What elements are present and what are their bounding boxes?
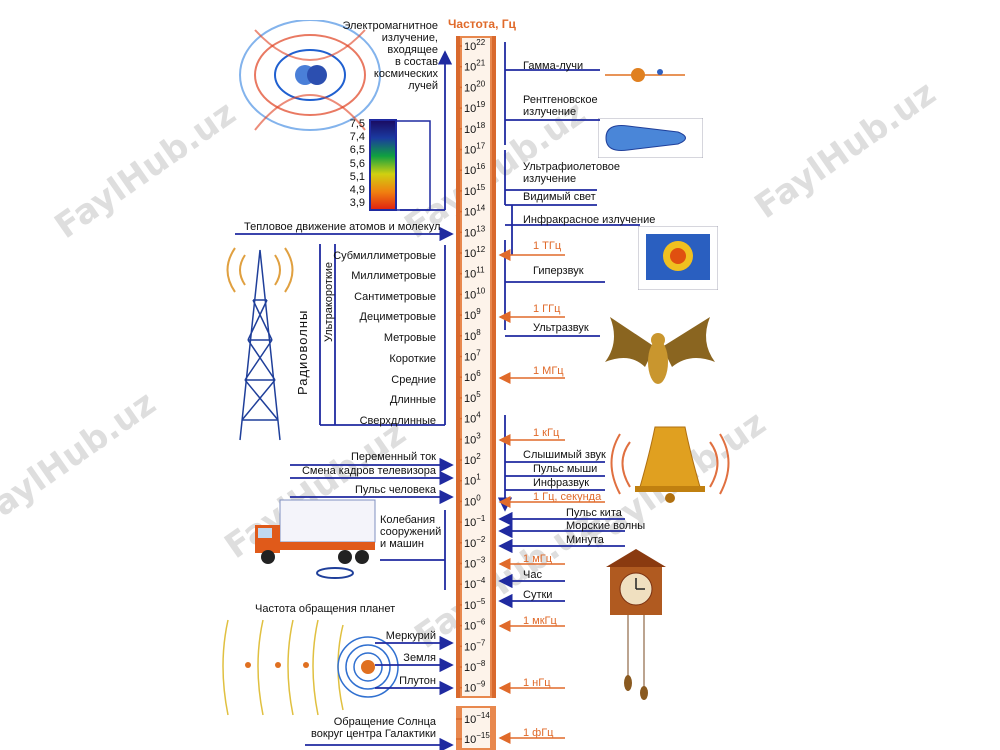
earth-label: Земля — [403, 652, 436, 664]
scale-tick-label: 1016 — [464, 162, 486, 177]
bell-illustration — [610, 426, 730, 503]
femtohz-label: 1 фГц — [523, 727, 554, 739]
infrasound-label: Инфразвук — [533, 477, 590, 489]
whale-pulse-label: Пульс кита — [566, 507, 622, 519]
mhz-label: 1 МГц — [533, 365, 564, 377]
minute-label: Минута — [566, 534, 604, 546]
scale-tick-label: 104 — [464, 411, 481, 426]
visible-light-label: Видимый свет — [523, 191, 596, 203]
ac-current-label: Переменный ток — [350, 451, 436, 463]
scale-tick-label: 10−1 — [464, 514, 486, 529]
hypersound-label: Гиперзвук — [533, 265, 584, 277]
scale-title: Частота, Гц — [448, 17, 516, 31]
band-long: Длинные — [389, 394, 436, 406]
scale-tick-label: 10−2 — [464, 535, 486, 550]
temperature-color-bar — [369, 119, 431, 211]
cuckoo-clock-illustration — [606, 549, 666, 700]
scale-tick-label-bottom: 10−15 — [464, 731, 490, 746]
gamma-particles-illustration — [605, 68, 685, 82]
planet-orbits-illustration — [222, 619, 399, 716]
band-superlong: Сверхдлинные — [359, 415, 436, 427]
scale-tick-label: 1022 — [464, 38, 486, 53]
ghz-label: 1 ГГц — [533, 303, 561, 315]
scale-bar-bottom-inner — [462, 708, 490, 748]
scale-tick-label: 1011 — [464, 266, 485, 281]
scale-tick-label: 10−4 — [464, 576, 486, 591]
pluto-label: Плутон — [399, 675, 436, 687]
scale-tick-label-bottom: 10−14 — [464, 711, 490, 726]
scale-tick-label: 10−7 — [464, 638, 486, 653]
radio-waves-label: Радиоволны — [295, 309, 310, 395]
magnetic-field-illustration — [239, 20, 381, 131]
scale-bar-edge — [492, 36, 496, 698]
scale-tick-label: 100 — [464, 493, 481, 508]
radio-tower-illustration — [226, 247, 294, 441]
band-centimeter: Сантиметровые — [354, 291, 436, 303]
infrared-label: Инфракрасное излучение — [523, 214, 656, 226]
scale-tick-label: 10−3 — [464, 556, 486, 571]
thz-label: 1 ТГц — [533, 240, 562, 252]
thermal-motion-label: Тепловое движение атомов и молекул — [244, 221, 441, 233]
scale-bar-inner — [462, 38, 490, 696]
scale-tick-label: 102 — [464, 452, 481, 467]
scale-tick-label: 1019 — [464, 100, 486, 115]
nanohz-label: 1 нГц — [523, 677, 551, 689]
scale-tick-label: 107 — [464, 349, 481, 364]
band-millimeter: Миллиметровые — [351, 270, 436, 282]
scale-tick-label: 10−5 — [464, 597, 486, 612]
band-short: Короткие — [389, 353, 436, 365]
scale-tick-label: 1012 — [464, 245, 486, 260]
band-decimeter: Дециметровые — [359, 311, 436, 323]
tv-frame-label: Смена кадров телевизора — [301, 465, 436, 477]
scale-tick-label: 106 — [464, 369, 481, 384]
scale-bar-edge — [456, 36, 460, 698]
scale-tick-label: 101 — [464, 473, 481, 488]
band-meter: Метровые — [383, 332, 436, 344]
mouse-pulse-label: Пульс мыши — [533, 463, 598, 475]
planets-title: Частота обращения планет — [255, 603, 396, 615]
scale-tick-label: 108 — [464, 328, 481, 343]
audible-sound-label: Слышимый звук — [523, 449, 606, 461]
xray-tube-illustration — [598, 118, 703, 158]
scale-tick-label: 1021 — [464, 59, 486, 74]
scale-tick-label: 10−6 — [464, 618, 486, 633]
human-pulse-label: Пульс человека — [354, 484, 436, 496]
scale-tick-label: 1020 — [464, 79, 486, 94]
khz-label: 1 кГц — [533, 427, 560, 439]
day-label: Сутки — [523, 589, 553, 601]
hz-label: 1 Гц, секунда — [533, 491, 602, 503]
truck-illustration — [255, 499, 376, 579]
scale-tick-label: 1018 — [464, 121, 486, 136]
scale-tick-label: 1015 — [464, 183, 486, 198]
gamma-label: Гамма-лучи — [523, 60, 584, 72]
scale-tick-label: 10−8 — [464, 659, 486, 674]
scale-tick-label: 1014 — [464, 204, 486, 219]
scale-tick-label: 109 — [464, 307, 481, 322]
scale-tick-label: 1017 — [464, 142, 486, 157]
scale-tick-label: 1010 — [464, 286, 486, 301]
bat-illustration — [605, 317, 715, 384]
thermal-image-illustration — [638, 226, 718, 290]
hour-label: Час — [523, 569, 542, 581]
band-medium: Средние — [391, 374, 436, 386]
mercury-label: Меркурий — [385, 630, 436, 642]
millihz-label: 1 мГц — [523, 553, 552, 565]
frequency-scale: 1022 1021 1020 1019 1018 1017 1016 1015 1014 1013… — [456, 36, 496, 750]
ultrasound-label: Ультразвук — [533, 322, 589, 334]
band-submillimeter: Субмиллиметровые — [333, 250, 436, 262]
microhz-label: 1 мкГц — [523, 615, 557, 627]
scale-tick-label: 10−9 — [464, 680, 486, 695]
scale-tick-label: 1013 — [464, 224, 486, 239]
scale-tick-label: 105 — [464, 390, 481, 405]
scale-tick-label: 103 — [464, 431, 481, 446]
sea-waves-label: Морские волны — [566, 520, 646, 532]
